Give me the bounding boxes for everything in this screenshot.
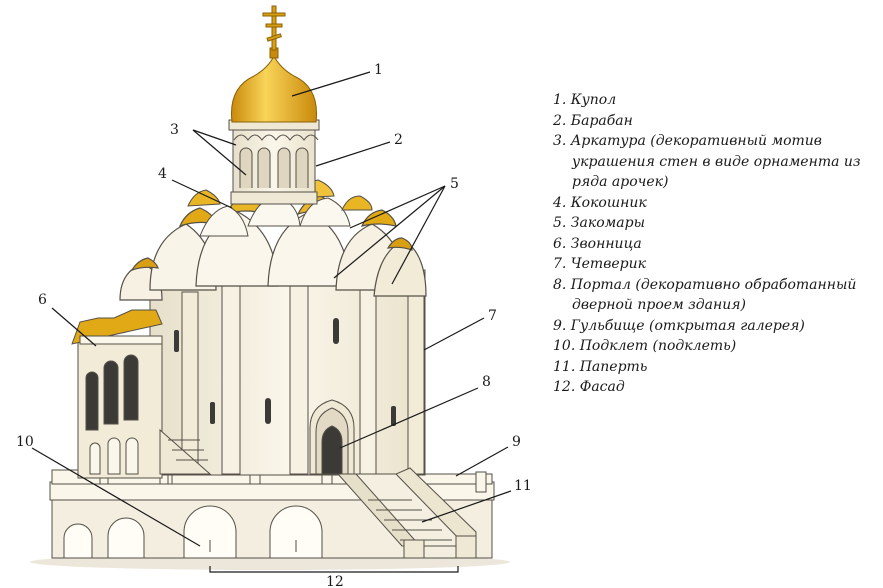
cross xyxy=(262,5,286,51)
callout-1: 1 xyxy=(374,62,383,78)
leader-lines xyxy=(31,71,512,573)
callout-9: 9 xyxy=(512,434,521,450)
callout-4: 4 xyxy=(158,166,167,182)
callout-10: 10 xyxy=(16,434,34,450)
drum xyxy=(228,119,320,205)
belfry xyxy=(71,309,163,479)
chetverik-body xyxy=(149,269,426,476)
legend-item: 5. Закомары xyxy=(553,215,645,231)
legend-item: 9. Гульбище (открытая галерея) xyxy=(553,317,805,334)
legend-list: 1. Купол 2. Барабан 3. Аркатура (декорат… xyxy=(553,90,878,398)
callout-3: 3 xyxy=(170,122,179,138)
callout-6: 6 xyxy=(38,292,47,308)
legend-item: 12. Фасад xyxy=(553,379,625,395)
windows xyxy=(174,318,396,426)
callout-7: 7 xyxy=(488,308,497,324)
callout-numbers: 1 2 3 4 5 6 7 8 9 10 11 12 xyxy=(16,62,532,588)
callout-8: 8 xyxy=(482,374,491,390)
legend-item: 10. Подклет (подклеть) xyxy=(553,338,737,354)
side-stairs xyxy=(159,428,212,475)
callout-12: 12 xyxy=(326,574,344,588)
portal xyxy=(309,399,355,475)
paperte-stairs xyxy=(336,467,477,559)
legend-item: 1. Купол xyxy=(553,92,617,108)
legend-item: 7. Четверик xyxy=(553,256,646,272)
legend-item: 6. Звонница xyxy=(553,235,642,252)
legend-item: 11. Паперть xyxy=(553,358,648,375)
callout-11: 11 xyxy=(514,478,532,494)
legend-item: 8. Портал (декоративно обработанный двер… xyxy=(553,276,857,314)
dome xyxy=(230,47,318,123)
callout-5: 5 xyxy=(450,176,459,192)
legend-item: 3. Аркатура (декоративный мотив украшени… xyxy=(553,133,861,190)
legend-item: 2. Барабан xyxy=(553,112,633,129)
legend-item: 4. Кокошник xyxy=(553,194,647,211)
callout-2: 2 xyxy=(394,132,403,148)
